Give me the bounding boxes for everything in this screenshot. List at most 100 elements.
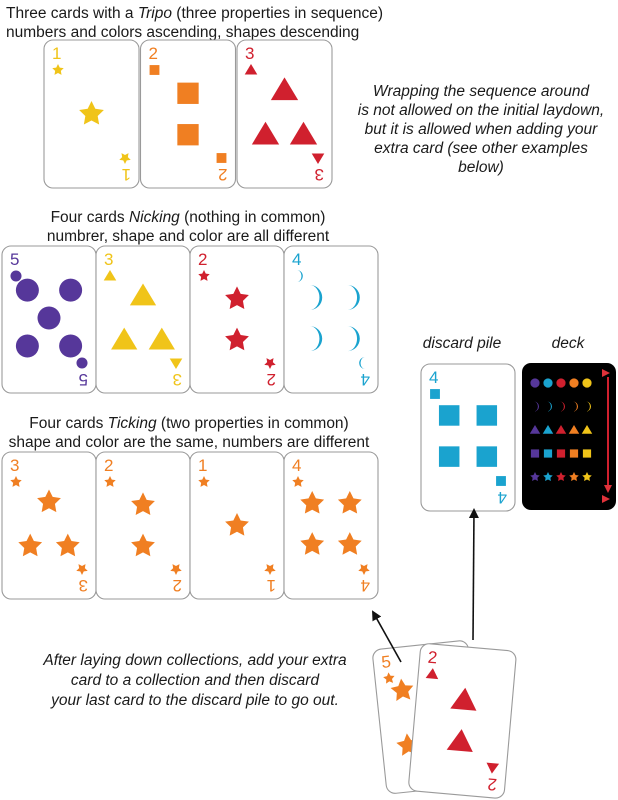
caption-wrap-line3: but it is allowed when adding your [364, 121, 598, 138]
caption-after: After laying down collections, add your … [30, 651, 360, 711]
caption-after-line1: After laying down collections, add your … [43, 652, 347, 669]
card-number-rotated: 4 [361, 576, 370, 595]
triangle-pip-icon [450, 687, 477, 711]
card-number: 3 [245, 44, 254, 63]
card-number-rotated: 2 [218, 165, 227, 184]
star-corner-icon [264, 358, 276, 369]
tripo-card-2: 22 [139, 39, 237, 189]
star-deck-icon [543, 472, 553, 482]
caption-nicking-line1b: (nothing in common) [179, 209, 326, 226]
square-corner-icon [496, 476, 506, 486]
corner-bottom [119, 153, 131, 164]
card-number: 1 [52, 44, 61, 63]
square-pip-icon [177, 124, 199, 146]
ticking-card-3: 11 [189, 451, 285, 600]
hand-card-front: 22 [408, 643, 517, 799]
triangle-pip-icon [148, 327, 175, 350]
star-corner-icon [170, 564, 182, 575]
star-pip-icon [131, 492, 155, 516]
square-deck-icon [582, 449, 592, 458]
square-pip-icon [438, 446, 460, 467]
card-number-rotated: 3 [79, 576, 88, 595]
card-border [236, 39, 333, 189]
moon-deck-icon [534, 401, 539, 412]
card-number: 2 [427, 648, 438, 668]
caption-after-line2: card to a collection and then discard [70, 672, 320, 689]
moon-corner-icon [296, 270, 303, 282]
moon-pip-icon [347, 284, 360, 310]
card-border [408, 643, 517, 799]
star-deck-icon [569, 472, 579, 482]
caption-nicking-line1a: Four cards [50, 209, 129, 226]
nicking-card-1: 55 [1, 245, 97, 394]
caption-deck-label: deck [520, 334, 616, 353]
triangle-pip-icon [446, 729, 473, 753]
square-pip-icon [476, 405, 498, 426]
card-number: 2 [104, 456, 113, 475]
triangle-deck-icon [568, 425, 580, 434]
star-pip-icon [225, 327, 249, 351]
star-corner-icon [10, 476, 22, 487]
caption-nicking-line2: numbrer, shape and color are all differe… [46, 228, 330, 245]
star-corner-icon [292, 476, 304, 487]
circle-pip-icon [37, 306, 61, 330]
circle-corner-icon [10, 270, 22, 282]
star-pip-icon [55, 533, 80, 557]
circle-pip-icon [15, 334, 39, 358]
moon-deck-icon [586, 401, 591, 412]
card-number: 3 [173, 370, 182, 389]
card-border [139, 39, 237, 189]
ticking-card-2: 22 [95, 451, 191, 600]
card-number-rotated: 4 [498, 488, 507, 507]
caption-ticking-line1a: Four cards [29, 415, 108, 432]
triangle-pip-icon [129, 283, 157, 306]
star-corner-icon [383, 672, 395, 684]
star-corner-icon [198, 270, 210, 281]
triangle-corner-icon [311, 153, 325, 164]
moon-deck-icon [560, 401, 565, 412]
corner-bottom [216, 153, 227, 163]
square-corner-icon [430, 389, 440, 399]
square-deck-icon [530, 449, 540, 458]
star-pip-icon [337, 532, 362, 555]
tripo-card-1: 11 [43, 39, 140, 189]
card-number: 5 [79, 370, 88, 389]
caption-ticking-line1b: (two properties in common) [156, 415, 349, 432]
star-corner-icon [358, 564, 370, 575]
nicking-card-3: 22 [189, 245, 285, 394]
square-deck-icon [569, 449, 579, 458]
square-corner-icon [216, 153, 227, 163]
caption-nicking-em: Nicking [128, 209, 180, 226]
square-corner-icon [149, 65, 160, 75]
corner-bottom [486, 762, 500, 774]
circle-corner-icon [76, 357, 88, 369]
card-border [420, 363, 516, 512]
corner-bottom [311, 153, 325, 164]
caption-ticking-line2: shape and color are the same, numbers ar… [8, 434, 370, 451]
triangle-corner-icon [486, 762, 500, 774]
caption-wrap-line2: is not allowed on the initial laydown, [357, 102, 605, 119]
moon-corner-icon [359, 357, 366, 369]
card-border [283, 245, 379, 394]
triangle-corner-icon [425, 668, 439, 680]
circle-deck-icon [530, 378, 540, 388]
square-deck-icon [556, 449, 566, 458]
triangle-pip-icon [111, 327, 138, 350]
star-pip-icon [18, 533, 43, 557]
arrow-to-discard [468, 508, 479, 641]
caption-wrap-line1: Wrapping the sequence around [372, 83, 590, 100]
triangle-deck-icon [581, 425, 593, 434]
card-number: 3 [79, 576, 88, 595]
nicking-card-2: 33 [95, 245, 191, 394]
discard-pile-card: 44 [420, 363, 516, 512]
card-number: 1 [122, 165, 131, 184]
circle-deck-icon [543, 378, 553, 388]
square-pip-icon [438, 405, 460, 426]
square-pip-icon [177, 82, 199, 104]
star-pip-icon [225, 513, 249, 536]
caption-ticking: Four cards Ticking (two properties in co… [0, 414, 378, 452]
card-number: 2 [149, 44, 158, 63]
star-corner-icon [198, 476, 210, 487]
star-corner-icon [119, 153, 131, 164]
card-number-rotated: 4 [361, 370, 370, 389]
